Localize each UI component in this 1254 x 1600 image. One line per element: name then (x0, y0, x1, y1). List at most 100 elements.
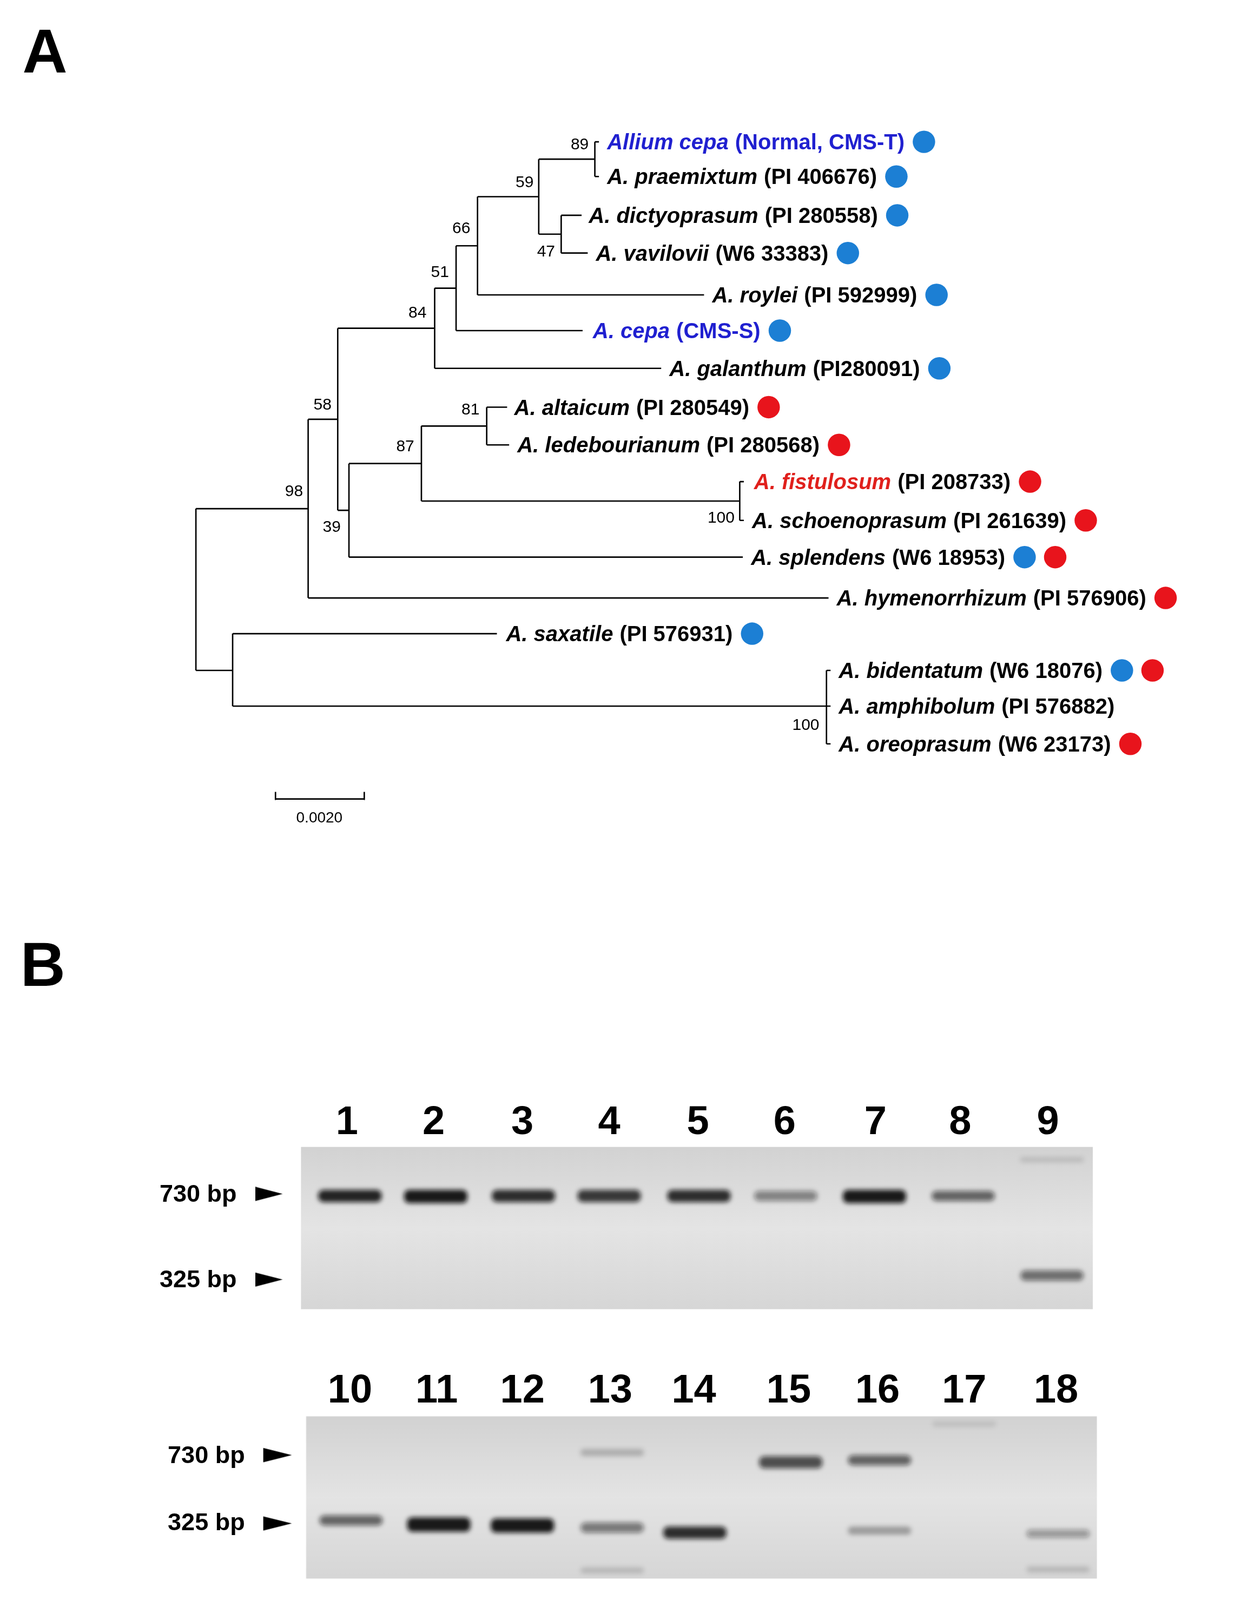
bootstrap-value: 66 (452, 219, 471, 236)
bootstrap-value: 87 (396, 437, 414, 454)
bootstrap-value: 59 (515, 173, 534, 190)
accession-label: (Normal, CMS-T) (735, 130, 905, 153)
taxon-name: A. ledebourianum (517, 433, 701, 456)
size-marker: 730 bp (167, 1441, 246, 1467)
taxon-name: A. oreoprasum (838, 733, 992, 755)
taxon-name: A. bidentatum (838, 659, 983, 682)
accession-label: (PI 280568) (706, 433, 820, 456)
accession-label: (PI 576906) (1033, 586, 1147, 609)
blue-dot (885, 165, 908, 188)
lane-number: 2 (422, 1100, 445, 1141)
taxon-name: A. amphibolum (838, 695, 995, 717)
lane-number: 18 (1033, 1368, 1079, 1409)
accession-label: (PI 406676) (763, 165, 877, 188)
blue-dot (886, 203, 909, 227)
blue-dot (928, 357, 951, 380)
gel-image (306, 1416, 1098, 1579)
blue-dot (836, 241, 860, 264)
blue-dot (1110, 658, 1133, 682)
taxon-name: A. saxatile (505, 622, 613, 645)
accession-label: (W6 23173) (998, 733, 1112, 755)
bootstrap-value: 84 (408, 304, 427, 321)
size-marker: 325 bp (159, 1266, 237, 1291)
lane-number: 3 (511, 1100, 534, 1141)
red-dot (757, 396, 780, 419)
accession-label: (W6 18953) (892, 546, 1006, 569)
red-dot (1044, 545, 1067, 569)
bootstrap-value: 39 (322, 518, 341, 535)
taxon-name: A. splendens (750, 546, 886, 569)
lane-number: 7 (864, 1100, 887, 1141)
bootstrap-value: 58 (313, 396, 332, 413)
tree-branches (195, 141, 831, 744)
bootstrap-value: 51 (431, 263, 450, 280)
taxon-name: A. altaicum (514, 396, 630, 419)
taxon-name: A. schoenoprasum (751, 509, 947, 532)
blue-dot (1013, 545, 1036, 569)
taxon-name: A. fistulosum (754, 470, 891, 493)
gel-bands (318, 1157, 1084, 1281)
taxon-name: A. praemixtum (606, 165, 758, 188)
size-marker: 325 bp (167, 1509, 246, 1534)
accession-label: (PI 280549) (636, 396, 750, 419)
panel-letter: B (20, 933, 66, 996)
taxon-name: A. galanthum (669, 357, 807, 380)
lane-number: 8 (948, 1100, 972, 1141)
scale-bar (275, 791, 365, 800)
accession-label: (PI 280558) (764, 204, 879, 227)
lane-number: 5 (687, 1100, 710, 1141)
panel-letter: A (22, 20, 68, 83)
taxon-name: A. dictyoprasum (588, 204, 758, 227)
gel-bands (319, 1421, 1090, 1574)
taxon-name: A. vavilovii (595, 242, 709, 264)
blue-dot (925, 283, 948, 306)
size-marker: 730 bp (159, 1180, 237, 1205)
blue-dot (912, 130, 935, 153)
taxon-name: A. roylei (711, 284, 798, 306)
taxon-name: A. cepa (592, 319, 670, 342)
lane-number: 6 (773, 1100, 796, 1141)
red-dot (827, 433, 850, 456)
scale-label: 0.0020 (296, 809, 343, 825)
bootstrap-value: 100 (792, 716, 820, 733)
taxon-name: Allium cepa (606, 130, 729, 153)
red-dot (1141, 658, 1164, 682)
lane-number: 4 (597, 1100, 620, 1141)
bootstrap-value: 47 (537, 242, 556, 260)
lane-number: 9 (1036, 1100, 1059, 1141)
accession-label: (CMS-S) (676, 319, 761, 342)
bootstrap-value: 89 (570, 135, 589, 153)
accession-label: (PI 208733) (897, 470, 1011, 493)
accession-label: (PI 576931) (619, 622, 733, 645)
size-arrow (263, 1447, 293, 1531)
red-dot (1074, 509, 1097, 532)
accession-label: (PI 576882) (1001, 695, 1115, 717)
blue-dot (768, 319, 791, 342)
gel-image (300, 1146, 1093, 1310)
lane-number: 11 (415, 1368, 458, 1409)
lane-number: 10 (327, 1368, 373, 1409)
lane-number: 12 (500, 1368, 545, 1409)
accession-label: (W6 33383) (715, 242, 829, 264)
lane-number: 17 (941, 1368, 987, 1409)
red-dot (1018, 470, 1041, 493)
lane-number: 14 (671, 1368, 716, 1409)
bootstrap-value: 98 (285, 482, 303, 499)
accession-label: (PI 592999) (803, 284, 917, 306)
accession-label: (PI280091) (813, 357, 921, 380)
red-dot (1154, 586, 1177, 609)
bootstrap-value: 81 (461, 400, 480, 418)
size-arrow (255, 1186, 283, 1287)
blue-dot (740, 622, 763, 645)
taxon-name: A. hymenorrhizum (836, 586, 1027, 609)
lane-number: 13 (588, 1368, 633, 1409)
lane-number: 1 (335, 1100, 359, 1141)
accession-label: (W6 18076) (989, 659, 1103, 682)
bootstrap-value: 100 (707, 509, 735, 526)
lane-number: 16 (855, 1368, 900, 1409)
accession-label: (PI 261639) (953, 509, 1067, 532)
lane-number: 15 (766, 1368, 811, 1409)
